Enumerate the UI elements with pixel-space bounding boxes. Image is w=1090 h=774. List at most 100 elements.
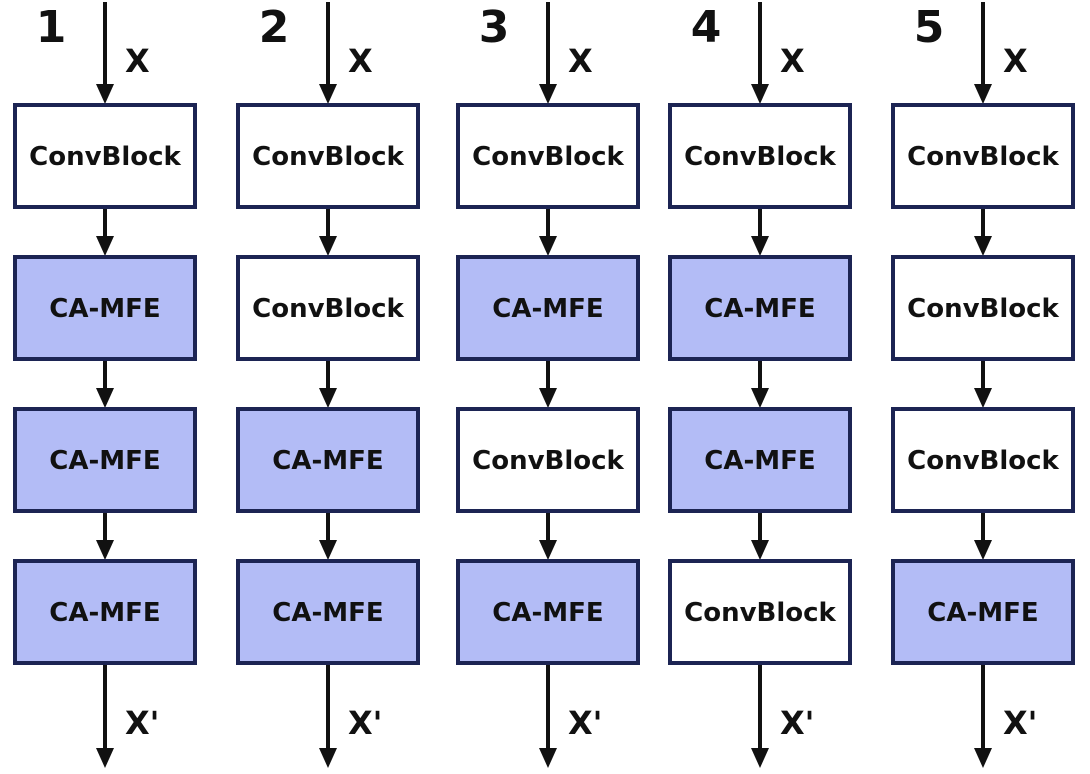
block-box [236, 103, 420, 209]
convblock-block: ConvBlock [456, 407, 640, 513]
output-arrow [319, 665, 337, 768]
output-label: X' [568, 704, 602, 742]
diagram-root: 1XConvBlockCA-MFECA-MFECA-MFEX'2XConvBlo… [13, 2, 1075, 768]
block-label: CA-MFE [492, 294, 603, 324]
convblock-block: ConvBlock [236, 103, 420, 209]
ca-mfe-block: CA-MFE [13, 255, 197, 361]
input-label: X [568, 42, 593, 80]
input-arrow [751, 2, 769, 104]
block-label: ConvBlock [907, 142, 1059, 172]
block-label: ConvBlock [684, 142, 836, 172]
output-arrow [96, 665, 114, 768]
output-label: X' [780, 704, 814, 742]
convblock-block: ConvBlock [236, 255, 420, 361]
block-label: CA-MFE [927, 598, 1038, 628]
convblock-block: ConvBlock [456, 103, 640, 209]
block-box [668, 407, 852, 513]
output-label: X' [1003, 704, 1037, 742]
connector-arrow [539, 361, 557, 408]
connector-arrow [96, 209, 114, 256]
connector-arrow [974, 513, 992, 560]
variant-number: 3 [479, 2, 510, 53]
output-arrow [539, 665, 557, 768]
ca-mfe-block: CA-MFE [456, 559, 640, 665]
convblock-block: ConvBlock [891, 103, 1075, 209]
block-box [236, 255, 420, 361]
ca-mfe-block: CA-MFE [236, 407, 420, 513]
block-label: CA-MFE [49, 294, 160, 324]
connector-arrow [319, 361, 337, 408]
connector-arrow [539, 513, 557, 560]
input-arrow [319, 2, 337, 104]
connector-arrow [539, 209, 557, 256]
output-label: X' [348, 704, 382, 742]
connector-arrow [751, 361, 769, 408]
block-box [891, 407, 1075, 513]
block-box [891, 559, 1075, 665]
connector-arrow [974, 361, 992, 408]
block-label: CA-MFE [49, 598, 160, 628]
block-box [891, 255, 1075, 361]
convblock-block: ConvBlock [668, 103, 852, 209]
block-box [668, 103, 852, 209]
variant-number: 2 [259, 2, 290, 53]
block-label: ConvBlock [684, 598, 836, 628]
input-arrow [539, 2, 557, 104]
block-label: CA-MFE [704, 446, 815, 476]
ca-mfe-block: CA-MFE [668, 255, 852, 361]
block-label: ConvBlock [29, 142, 181, 172]
connector-arrow [974, 209, 992, 256]
output-arrow [974, 665, 992, 768]
block-box [456, 103, 640, 209]
block-box [891, 103, 1075, 209]
convblock-block: ConvBlock [668, 559, 852, 665]
block-label: CA-MFE [49, 446, 160, 476]
ca-mfe-block: CA-MFE [13, 407, 197, 513]
block-box [13, 407, 197, 513]
block-box [236, 407, 420, 513]
block-box [668, 559, 852, 665]
block-label: CA-MFE [272, 598, 383, 628]
block-box [13, 559, 197, 665]
block-label: CA-MFE [704, 294, 815, 324]
block-box [668, 255, 852, 361]
ca-mfe-block: CA-MFE [13, 559, 197, 665]
variant-number: 1 [36, 2, 67, 53]
variant-number: 4 [691, 2, 722, 53]
connector-arrow [96, 361, 114, 408]
variant-number: 5 [914, 2, 945, 53]
block-box [13, 255, 197, 361]
connector-arrow [751, 209, 769, 256]
convblock-block: ConvBlock [891, 255, 1075, 361]
convblock-block: ConvBlock [891, 407, 1075, 513]
block-box [456, 407, 640, 513]
output-label: X' [125, 704, 159, 742]
ca-mfe-block: CA-MFE [236, 559, 420, 665]
connector-arrow [319, 209, 337, 256]
block-label: CA-MFE [492, 598, 603, 628]
block-label: ConvBlock [472, 446, 624, 476]
input-arrow [974, 2, 992, 104]
block-label: ConvBlock [252, 294, 404, 324]
block-box [13, 103, 197, 209]
output-arrow [751, 665, 769, 768]
block-box [236, 559, 420, 665]
ca-mfe-block: CA-MFE [668, 407, 852, 513]
block-label: ConvBlock [252, 142, 404, 172]
block-label: ConvBlock [472, 142, 624, 172]
block-label: ConvBlock [907, 446, 1059, 476]
input-label: X [348, 42, 373, 80]
input-label: X [1003, 42, 1028, 80]
connector-arrow [751, 513, 769, 560]
ca-mfe-block: CA-MFE [456, 255, 640, 361]
input-arrow [96, 2, 114, 104]
ca-mfe-block: CA-MFE [891, 559, 1075, 665]
block-label: ConvBlock [907, 294, 1059, 324]
input-label: X [125, 42, 150, 80]
